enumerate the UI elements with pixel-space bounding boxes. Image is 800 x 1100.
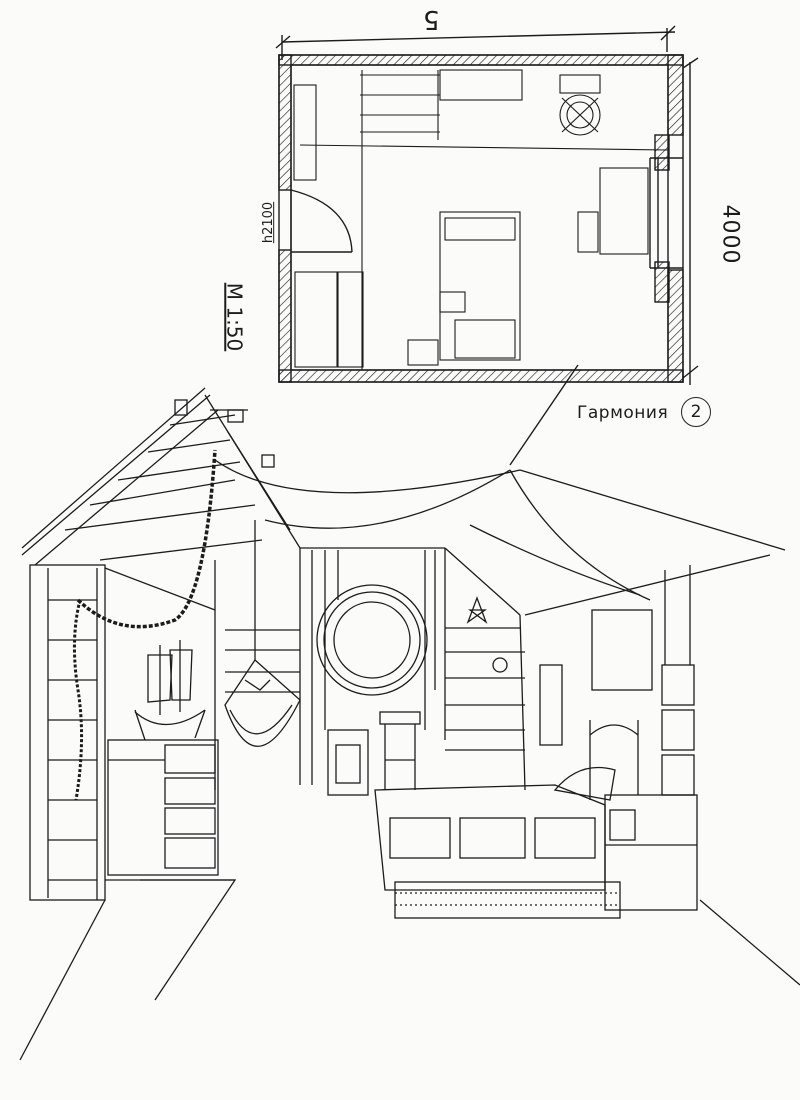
plan-window [649,134,683,303]
plan-walls [278,54,684,383]
ship-icon [134,640,206,741]
hammock-icon [224,520,301,747]
mirror [539,664,563,746]
plan-width-dimension: 5 [423,4,440,34]
plan-depth-dimension: 4000 [717,204,743,265]
floor-plan [275,25,699,466]
wall-bars [29,564,106,901]
hanging-frames [661,565,695,796]
sloped-roof [21,387,301,566]
rug [394,881,621,919]
plan-door [290,189,353,253]
variant-number: 2 [681,397,711,427]
back-wall [299,547,521,785]
rope [76,449,217,629]
bed [374,720,639,891]
wall-window [591,609,653,691]
variant-title: Гармония [577,403,669,423]
porthole-icon [316,584,428,696]
shelves-right [445,596,526,791]
scale-label: M 1:50 [222,282,247,352]
shelves-left [225,629,300,693]
nightstand [604,794,698,911]
room-perspective [19,387,800,1061]
dresser [107,739,219,876]
door-height-label: h2100 [261,201,277,244]
plan-furniture [293,69,669,370]
